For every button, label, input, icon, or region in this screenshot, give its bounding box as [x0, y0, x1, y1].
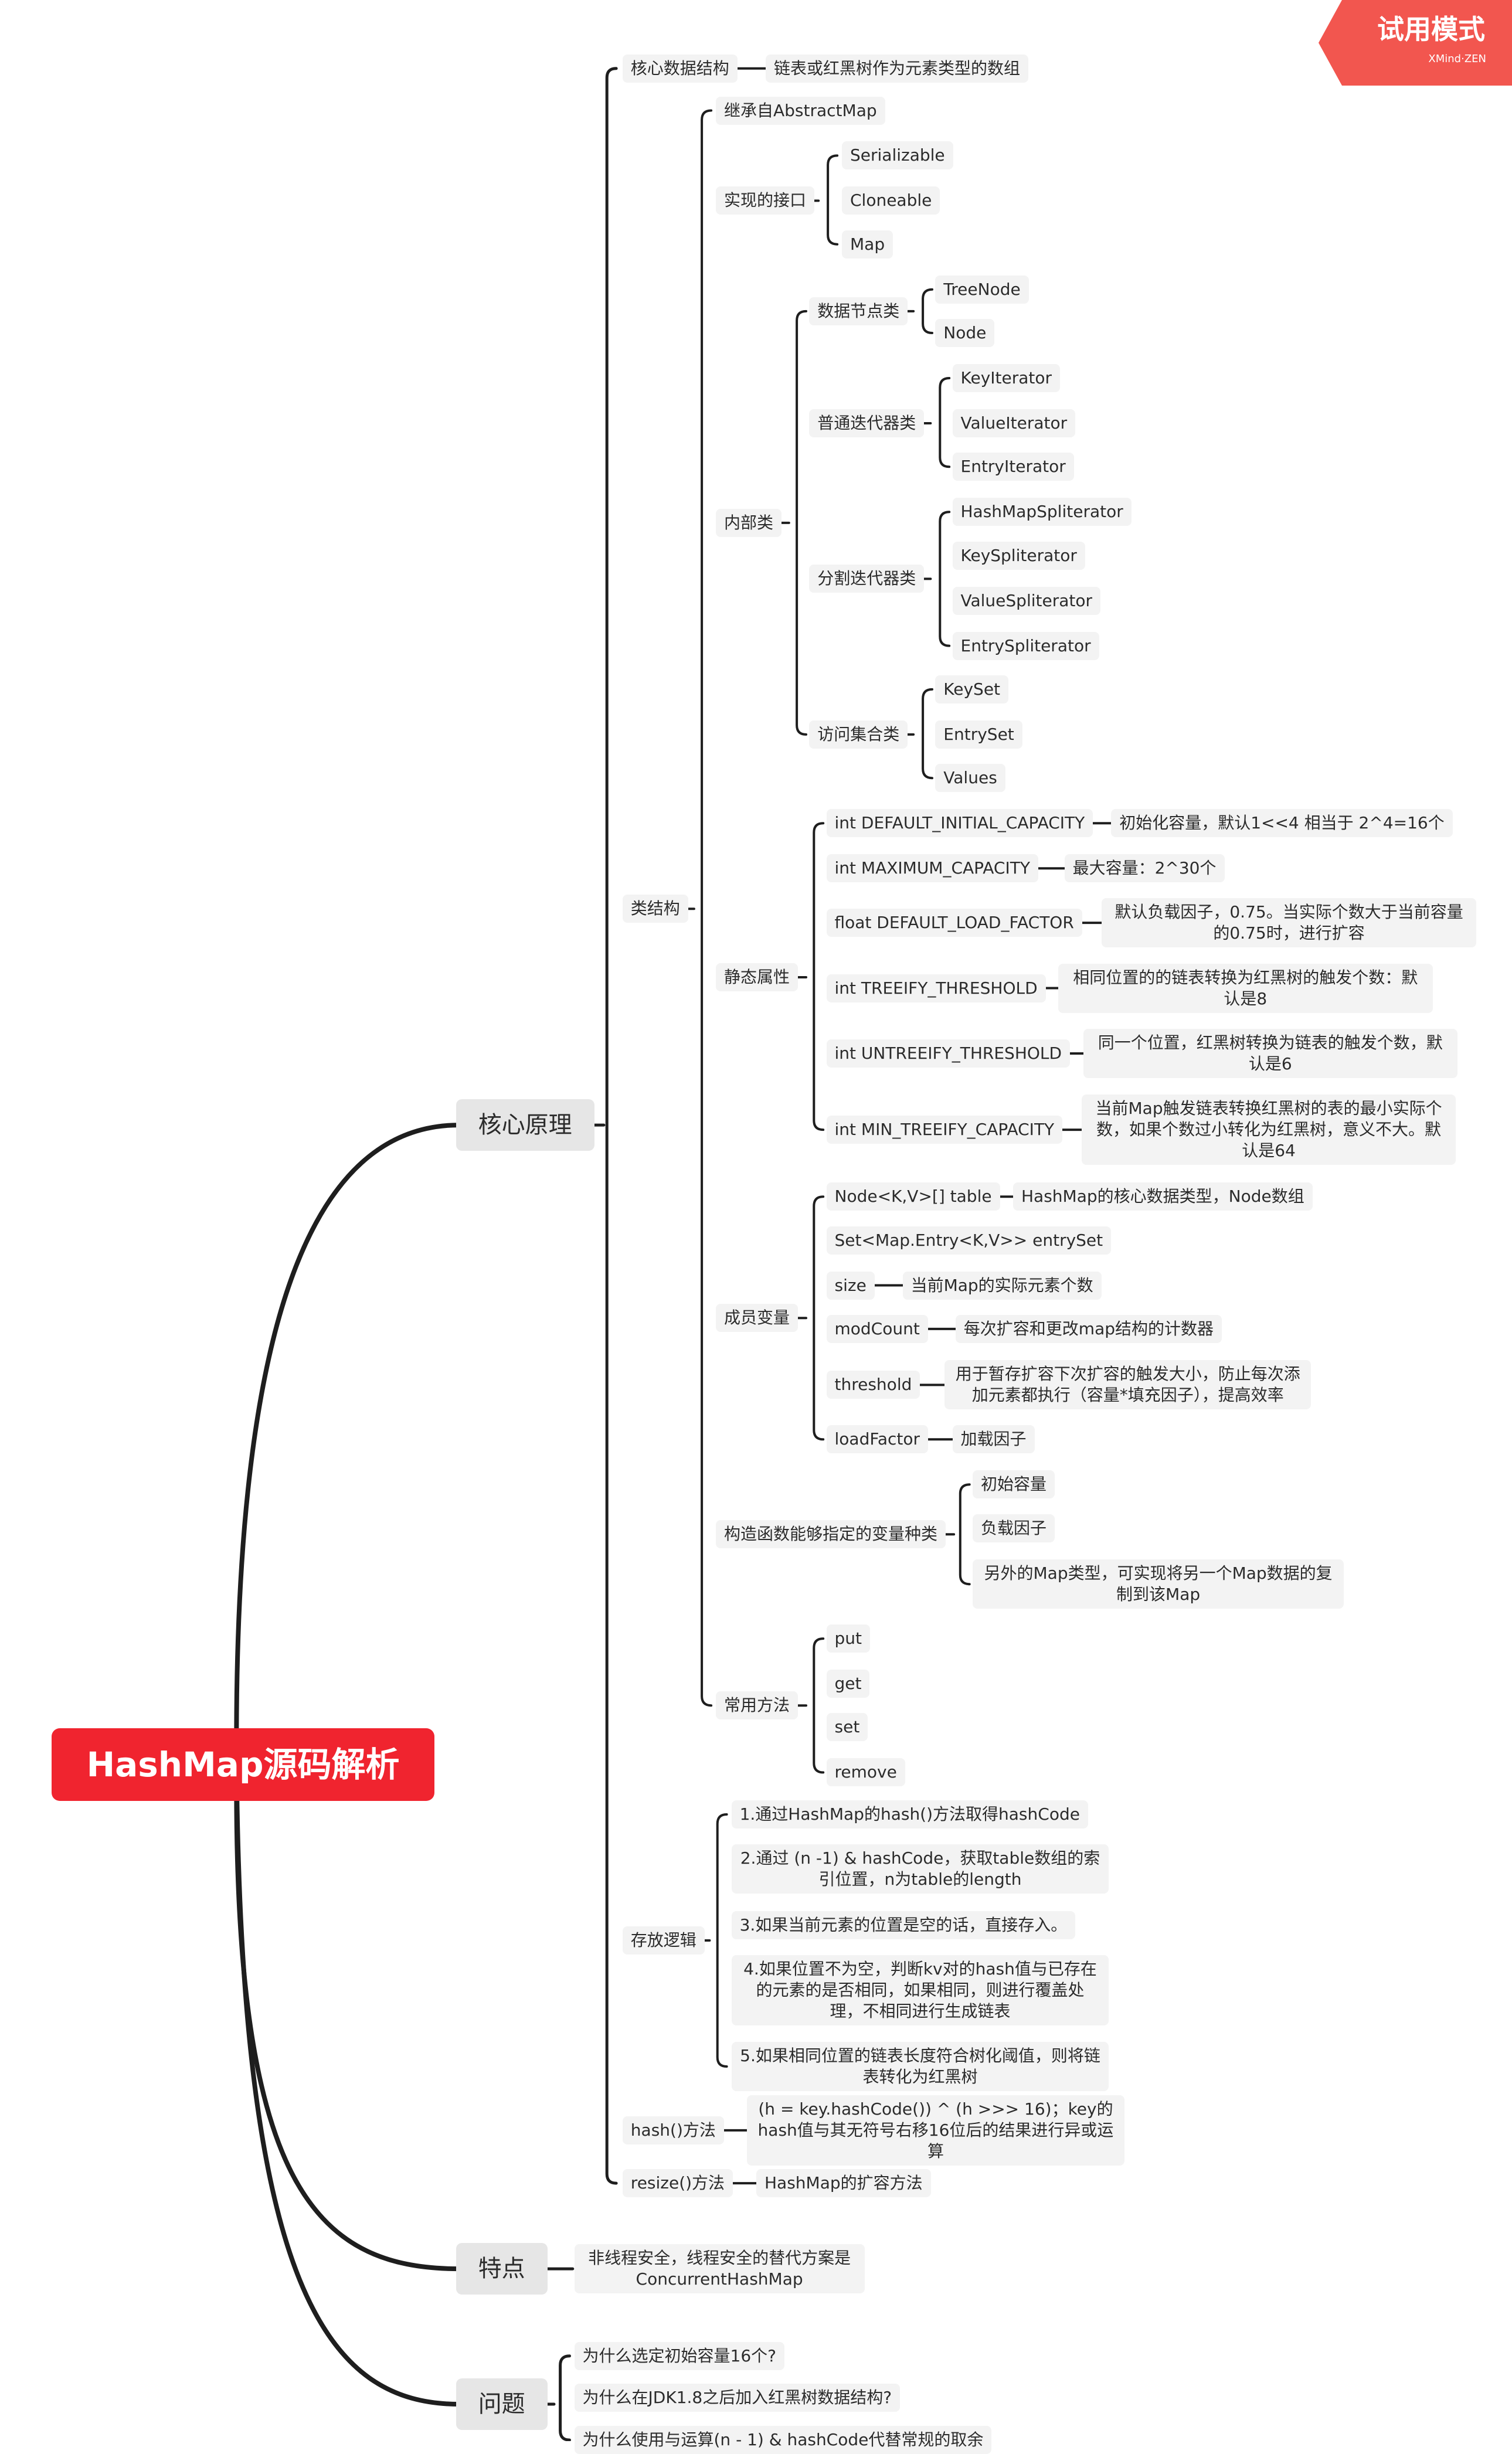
- node-class-tree-node: TreeNode: [935, 275, 1029, 304]
- member-name: Node<K,V>[] table: [826, 1182, 1000, 1211]
- store-logic-step: 4.如果位置不为空，判断kv对的hash值与已存在的元素的是否相同，如果相同，则…: [731, 1955, 1109, 2025]
- entry-spliterator: EntrySpliterator: [952, 631, 1099, 660]
- resize-method-desc: HashMap的扩容方法: [756, 2169, 931, 2198]
- value-iterator: ValueIterator: [952, 409, 1076, 437]
- connector-line: [922, 288, 933, 334]
- trial-mode-badge: 试用模式 XMind·ZEN: [1319, 0, 1512, 86]
- method-put: put: [826, 1624, 870, 1653]
- static-fields-topic: 静态属性: [716, 963, 799, 991]
- node-class-node: Node: [935, 319, 995, 347]
- interfaces-serializable: Serializable: [842, 141, 953, 170]
- static-field-name: float DEFAULT_LOAD_FACTOR: [826, 909, 1082, 937]
- static-field-desc: 最大容量：2^30个: [1064, 854, 1225, 883]
- member-desc: 用于暂存扩容下次扩容的触发大小，防止每次添加元素都执行（容量*填充因子），提高效…: [944, 1360, 1311, 1410]
- connector-line: [605, 67, 618, 2185]
- member-name: threshold: [826, 1371, 920, 1399]
- member-name: size: [826, 1271, 875, 1300]
- branch-features: 特点: [456, 2243, 548, 2295]
- collections-topic: 访问集合类: [809, 720, 908, 749]
- methods-topic: 常用方法: [716, 1691, 799, 1720]
- member-desc: 每次扩容和更改map结构的计数器: [955, 1314, 1222, 1343]
- static-field-name: int MAXIMUM_CAPACITY: [826, 854, 1038, 883]
- member-desc: HashMap的核心数据类型，Node数组: [1013, 1182, 1313, 1211]
- question-item: 为什么在JDK1.8之后加入红黑树数据结构?: [574, 2384, 901, 2412]
- constructor-param: 初始容量: [973, 1470, 1055, 1499]
- connector-line: [922, 688, 933, 780]
- entry-set: EntrySet: [935, 720, 1022, 749]
- connector-line: [559, 2354, 571, 2441]
- connector-line: [813, 822, 825, 1131]
- node-classes-topic: 数据节点类: [809, 297, 908, 325]
- member-name: modCount: [826, 1314, 928, 1343]
- branch-questions: 问题: [456, 2378, 548, 2430]
- connector-line: [234, 1762, 461, 2407]
- static-field-name: int UNTREEIFY_THRESHOLD: [826, 1039, 1071, 1068]
- static-field-desc: 同一个位置，红黑树转换为链表的触发个数，默认是6: [1083, 1029, 1457, 1078]
- interfaces-cloneable: Cloneable: [842, 186, 940, 215]
- key-spliterator: KeySpliterator: [952, 541, 1085, 570]
- badge-title: 试用模式: [1377, 13, 1485, 45]
- store-logic-step: 2.通过 (n -1) & hashCode，获取table数组的索引位置，n为…: [731, 1844, 1109, 1894]
- extends-topic: 继承自AbstractMap: [716, 96, 885, 125]
- iterators-topic: 普通迭代器类: [809, 409, 925, 437]
- static-field-name: int DEFAULT_INITIAL_CAPACITY: [826, 809, 1093, 838]
- hash-method-topic: hash()方法: [622, 2116, 724, 2144]
- member-desc: 当前Map的实际元素个数: [902, 1271, 1102, 1300]
- members-topic: 成员变量: [716, 1304, 799, 1333]
- badge-subtitle: XMind·ZEN: [1428, 53, 1486, 65]
- static-field-desc: 相同位置的的链表转换为红黑树的触发个数：默认是8: [1058, 963, 1433, 1013]
- interfaces-map: Map: [842, 230, 893, 259]
- connector-line: [813, 1195, 825, 1441]
- data-structure-topic: 核心数据结构: [622, 54, 738, 83]
- static-field-desc: 当前Map触发链表转换红黑树的表的最小实际个数，如果个数过小转化为红黑树，意义不…: [1081, 1095, 1456, 1165]
- constructor-param: 另外的Map类型，可实现将另一个Map数据的复制到该Map: [973, 1559, 1344, 1609]
- inner-classes-topic: 内部类: [716, 508, 782, 537]
- static-field-desc: 默认负载因子，0.75。当实际个数大于当前容量的0.75时，进行扩容: [1102, 898, 1476, 948]
- connector-line: [701, 109, 713, 1707]
- member-name: Set<Map.Entry<K,V>> entrySet: [826, 1226, 1112, 1255]
- method-set: set: [826, 1713, 868, 1742]
- branch-core-principle: 核心原理: [456, 1099, 594, 1151]
- hashmap-spliterator: HashMapSpliterator: [952, 498, 1132, 526]
- connector-line: [827, 154, 839, 246]
- value-spliterator: ValueSpliterator: [952, 586, 1100, 615]
- connector-line: [716, 1813, 728, 2068]
- connector-line: [939, 377, 951, 468]
- store-logic-step: 5.如果相同位置的链表长度符合树化阈值，则将链表转化为红黑树: [731, 2042, 1109, 2091]
- store-logic-step: 3.如果当前元素的位置是空的话，直接存入。: [731, 1911, 1076, 1939]
- values: Values: [935, 764, 1005, 793]
- root-topic: HashMap源码解析: [51, 1728, 435, 1802]
- static-field-name: int MIN_TREEIFY_CAPACITY: [826, 1116, 1063, 1144]
- hash-method-desc: (h = key.hashCode()) ^ (h >>> 16)；key的ha…: [747, 2095, 1124, 2166]
- constructor-params-topic: 构造函数能够指定的变量种类: [716, 1520, 946, 1549]
- interfaces-topic: 实现的接口: [716, 186, 815, 215]
- store-logic-topic: 存放逻辑: [622, 1926, 705, 1955]
- question-item: 为什么使用与运算(n - 1) & hashCode代替常规的取余: [574, 2426, 992, 2454]
- member-desc: 加载因子: [952, 1425, 1035, 1454]
- static-field-name: int TREEIFY_THRESHOLD: [826, 974, 1046, 1002]
- connector-line: [234, 1123, 461, 1768]
- entry-iterator: EntryIterator: [952, 453, 1074, 481]
- spliterators-topic: 分割迭代器类: [809, 565, 925, 593]
- connector-line: [813, 1637, 825, 1774]
- method-remove: remove: [826, 1758, 905, 1787]
- question-item: 为什么选定初始容量16个?: [574, 2341, 784, 2370]
- method-get: get: [826, 1670, 870, 1698]
- class-structure-topic: 类结构: [622, 895, 688, 923]
- connector-line: [939, 511, 951, 647]
- member-name: loadFactor: [826, 1425, 929, 1454]
- key-iterator: KeyIterator: [952, 364, 1061, 392]
- key-set: KeySet: [935, 675, 1009, 703]
- connector-line: [234, 1762, 461, 2272]
- resize-method-topic: resize()方法: [622, 2169, 733, 2198]
- constructor-param: 负载因子: [973, 1514, 1055, 1542]
- store-logic-step: 1.通过HashMap的hash()方法取得hashCode: [731, 1800, 1088, 1828]
- features-desc: 非线程安全，线程安全的替代方案是ConcurrentHashMap: [574, 2244, 865, 2294]
- data-structure-value: 链表或红黑树作为元素类型的数组: [766, 54, 1029, 83]
- static-field-desc: 初始化容量，默认1<<4 相当于 2^4=16个: [1111, 809, 1453, 838]
- connector-line: [959, 1483, 971, 1586]
- connector-line: [796, 310, 807, 736]
